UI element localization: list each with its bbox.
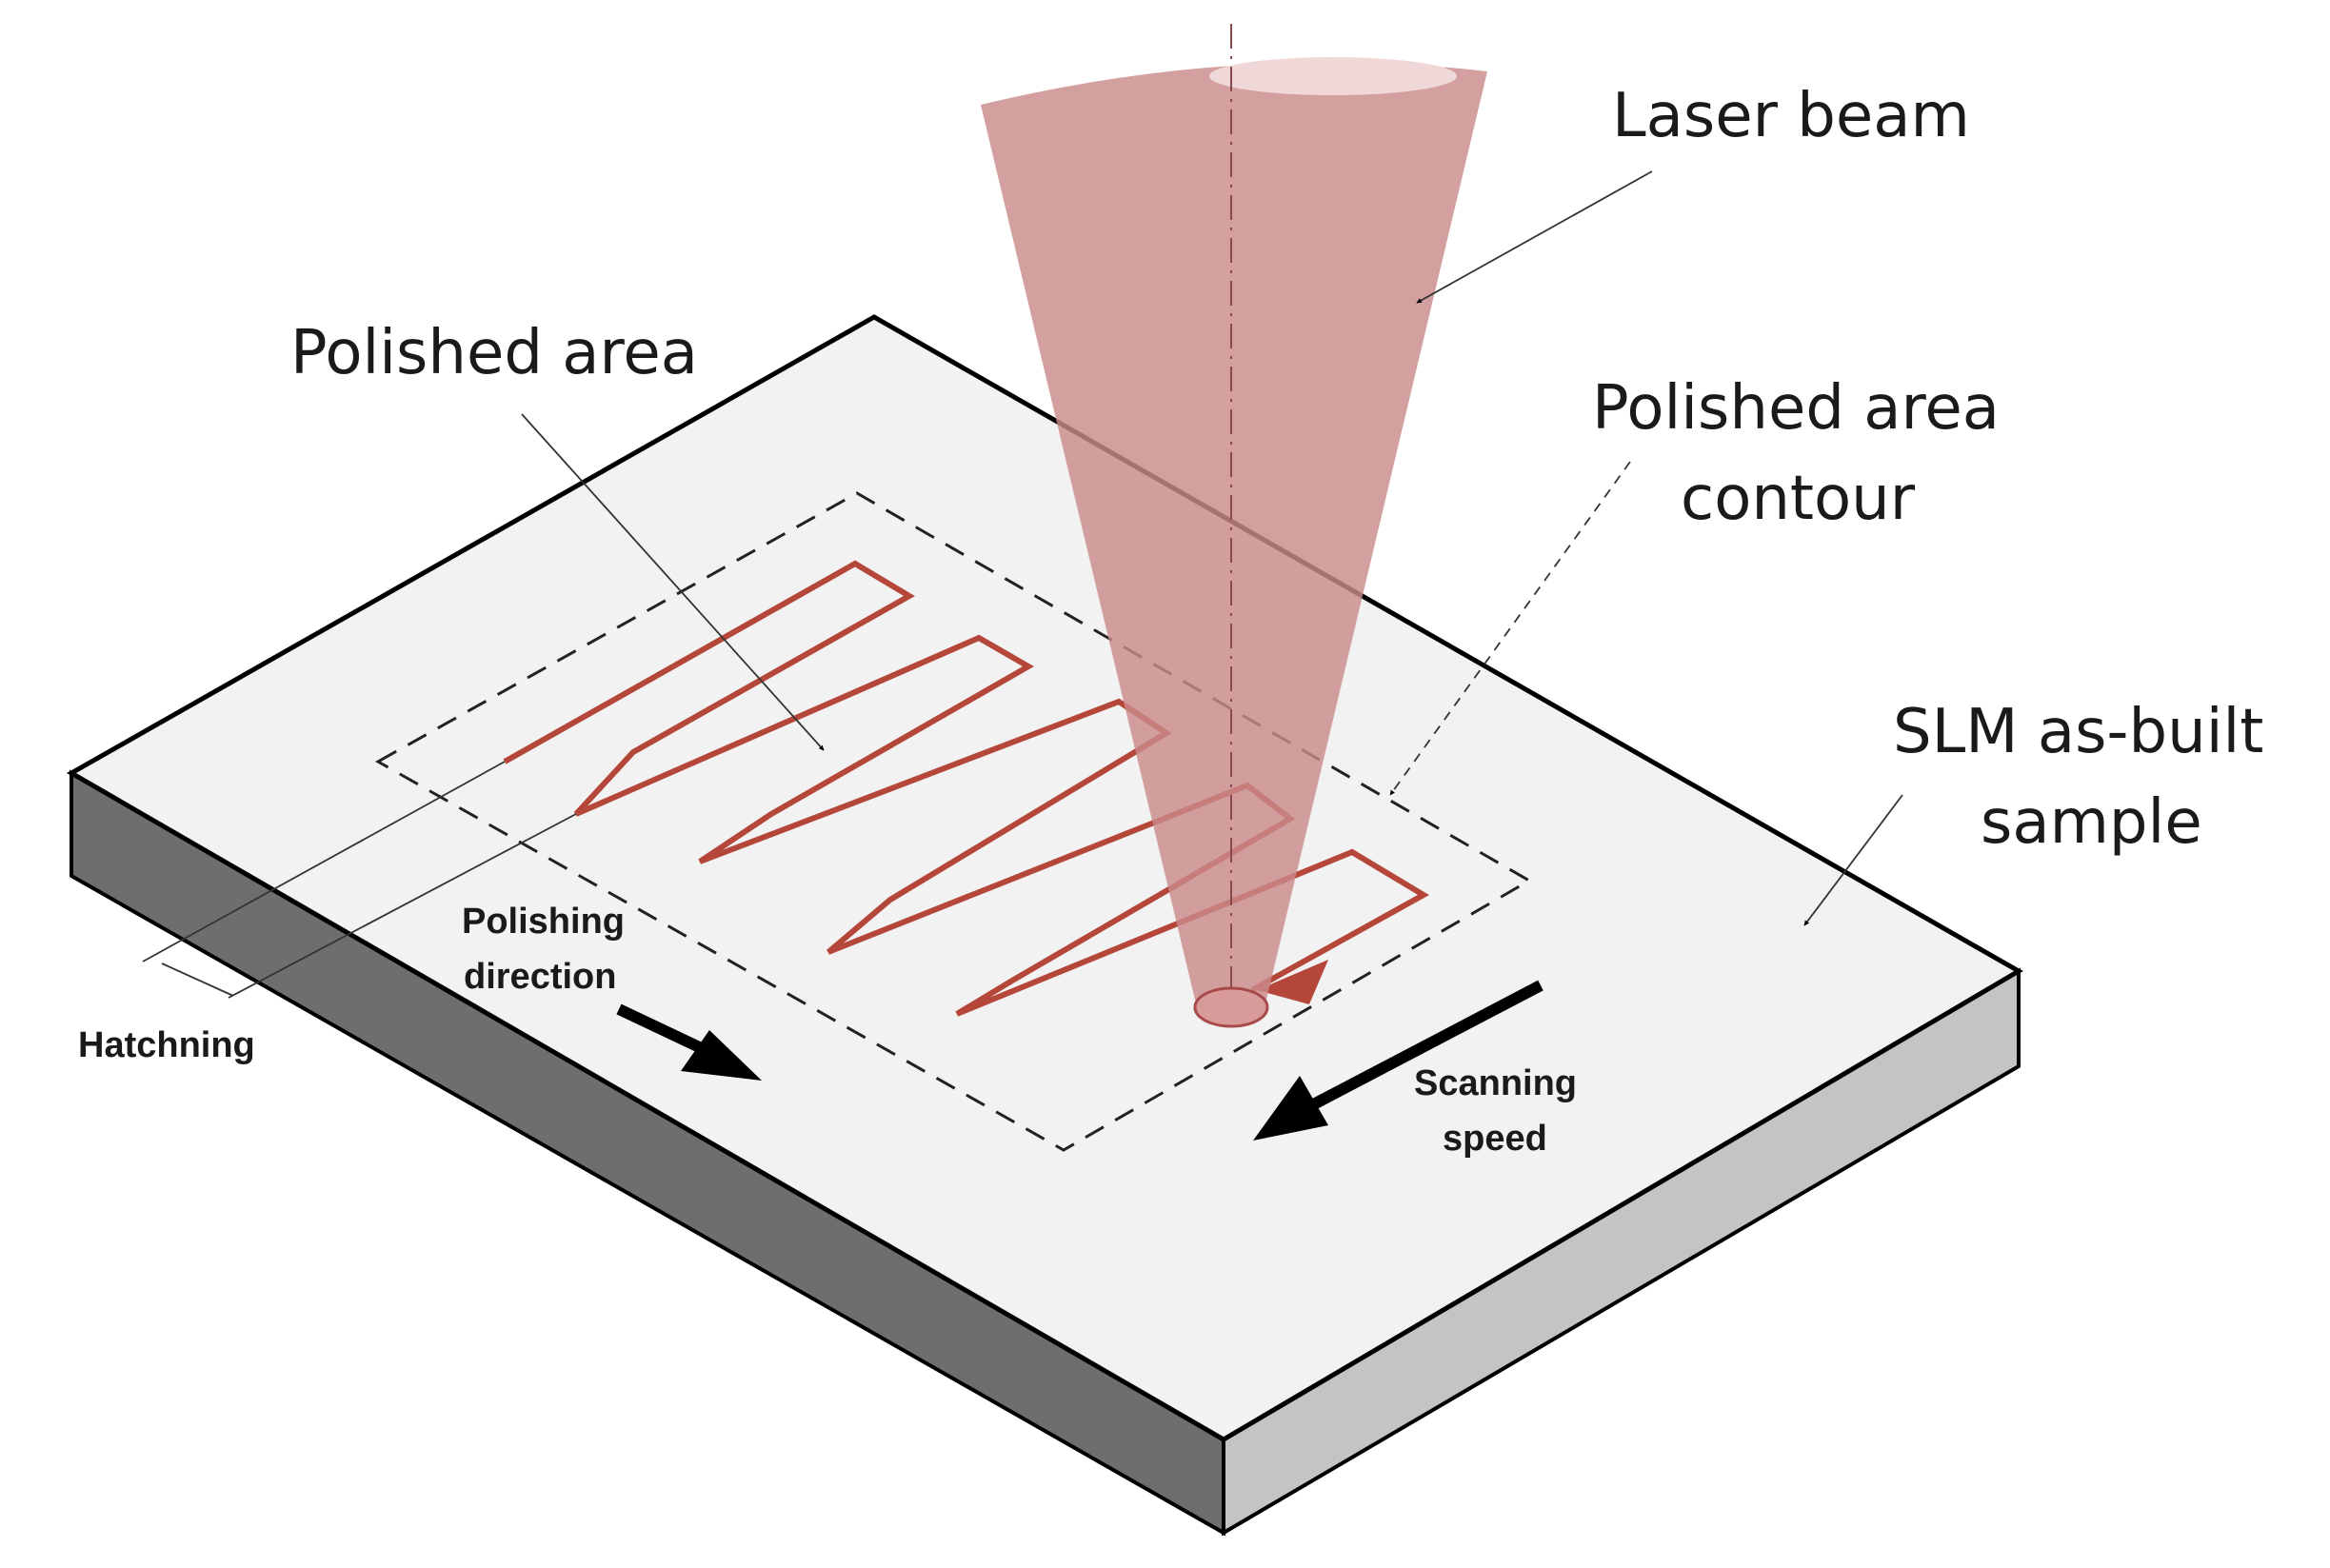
sample-plate xyxy=(66,314,2023,1537)
label-hatching: Hatchning xyxy=(78,1025,255,1065)
beam-top-ellipse xyxy=(1209,57,1457,95)
label-scanning-line2: speed xyxy=(1443,1119,1547,1159)
hatch-extension-2 xyxy=(228,813,577,999)
beam-cone xyxy=(981,62,1487,1001)
laser-spot xyxy=(1193,986,1269,1028)
label-scanning-line1: Scanning xyxy=(1414,1063,1577,1103)
label-slm-line1: SLM as-built xyxy=(1893,697,2263,767)
laser-beam xyxy=(981,24,1487,1028)
leader-laser-beam xyxy=(1416,170,1653,304)
hatch-dim-line xyxy=(161,963,234,997)
label-polishing-line1: Polishing xyxy=(462,902,625,942)
plate-top-face xyxy=(66,314,2023,1442)
polishing-direction-arrow xyxy=(616,1003,762,1081)
hatch-extension-1 xyxy=(142,761,506,963)
label-laser-beam: Laser beam xyxy=(1612,81,1970,151)
label-slm-line2: sample xyxy=(1981,787,2202,858)
polished-area-contour xyxy=(374,491,1532,1152)
scanning-speed-arrow xyxy=(1253,980,1543,1141)
scan-path-arrowhead xyxy=(1257,960,1328,1004)
label-polished-area: Polished area xyxy=(290,318,698,388)
label-polishing-line2: direction xyxy=(464,957,616,997)
label-contour-line1: Polished area xyxy=(1592,373,2000,444)
label-contour-line2: contour xyxy=(1681,464,1916,534)
leader-polished-area xyxy=(521,413,825,751)
leader-slm-sample xyxy=(1803,794,1903,926)
hatching-dimension xyxy=(142,761,577,999)
